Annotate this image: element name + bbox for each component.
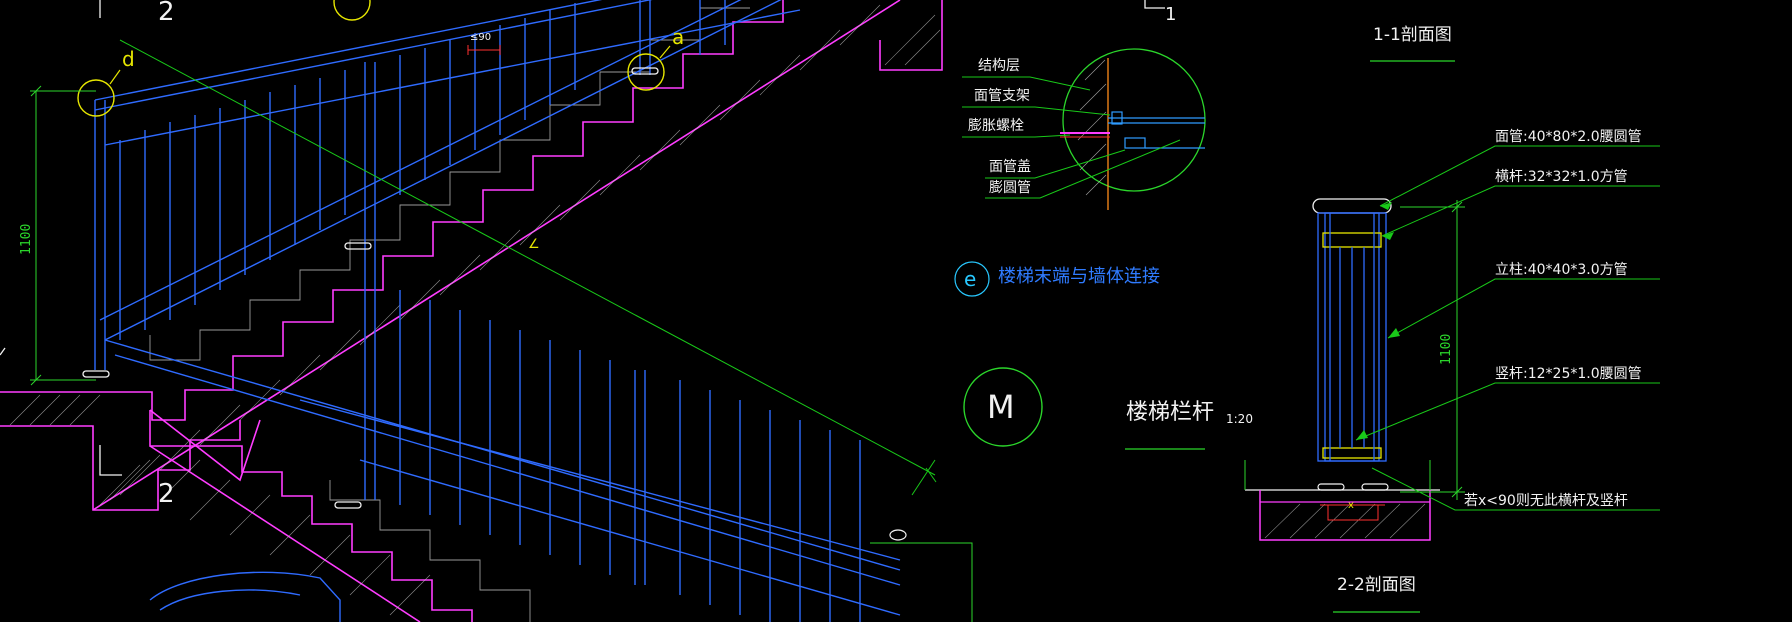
callout-baluster: 竖杆:12*25*1.0腰圆管 bbox=[1495, 366, 1642, 382]
section-cut-marks bbox=[0, 0, 1165, 476]
base-plates bbox=[82, 67, 659, 509]
dimension-le90 bbox=[467, 45, 501, 55]
callout-post: 立柱:40*40*3.0方管 bbox=[1495, 262, 1628, 278]
stair-railing-elevation: d a 1100 ≤90 ∠ bbox=[0, 0, 1176, 622]
drawing-title: 楼梯栏杆 bbox=[1126, 400, 1214, 425]
section-1-1-title: 1-1剖面图 bbox=[1370, 25, 1455, 62]
marker-a-leader bbox=[659, 45, 671, 59]
dimension-1100-right-label: 1100 bbox=[1439, 334, 1454, 365]
detail-e-label-cap: 面管盖 bbox=[989, 159, 1031, 175]
detail-e-label-structure: 结构层 bbox=[978, 58, 1020, 74]
rail-end-knob bbox=[889, 529, 907, 541]
detail-symbol-m bbox=[963, 367, 1043, 447]
upper-flight-hatch bbox=[9, 4, 941, 506]
lower-flight-concrete bbox=[149, 409, 473, 622]
marker-d-label: d bbox=[122, 47, 135, 71]
detail-e-symbol bbox=[954, 261, 990, 297]
callout-note-x: 若x<90则无此横杆及竖杆 bbox=[1464, 493, 1628, 509]
section-cut-2-label: 2 bbox=[158, 479, 175, 509]
rail-end-bracket bbox=[870, 542, 973, 622]
detail-e-label-tube: 膨圆管 bbox=[989, 179, 1031, 196]
upper-flight-concrete bbox=[0, 0, 943, 511]
section-2-2-title-text: 2-2剖面图 bbox=[1337, 575, 1416, 595]
section-2-2-railing: x 1100 面管:40*80*2.0腰圆管 横杆:32*32*1.0方管 bbox=[1244, 129, 1660, 613]
upper-railing bbox=[94, 0, 801, 370]
detail-e-title: 楼梯末端与墙体连接 bbox=[998, 266, 1160, 287]
detail-e-wall-connection: 结构层 面管支架 膨胀螺栓 面管盖 膨圆管 e 楼梯末端与墙体连接 bbox=[954, 48, 1206, 297]
lower-flight-hatch bbox=[109, 459, 431, 616]
lower-railing bbox=[104, 250, 901, 622]
dimension-le90-label: ≤90 bbox=[470, 32, 491, 43]
callout-top-rail: 面管:40*80*2.0腰圆管 bbox=[1495, 129, 1642, 145]
callout-cross-rail: 横杆:32*32*1.0方管 bbox=[1495, 169, 1628, 185]
drawing-title-block: M 楼梯栏杆 1:20 bbox=[963, 367, 1253, 450]
dimension-1100-left bbox=[30, 85, 96, 386]
detail-e-label-bracket: 面管支架 bbox=[974, 88, 1030, 104]
section-2-2-x-mark: x bbox=[1348, 500, 1354, 511]
marker-d-leader bbox=[109, 69, 121, 85]
detail-e-label-bolt: 膨胀螺栓 bbox=[968, 117, 1024, 134]
detail-marker-circles bbox=[77, 0, 665, 117]
dimension-1100-right bbox=[1400, 200, 1465, 500]
slope-dimension bbox=[119, 39, 937, 496]
dimension-1100-left-label: 1100 bbox=[19, 224, 34, 255]
section-cut-top-label: 2 bbox=[158, 0, 175, 27]
detail-e-symbol-letter: e bbox=[964, 267, 976, 291]
section-1-1-title-text: 1-1剖面图 bbox=[1373, 25, 1452, 45]
marker-a-label: a bbox=[672, 25, 684, 49]
section-cut-1-label: 1 bbox=[1165, 4, 1176, 25]
detail-symbol-m-letter: M bbox=[987, 388, 1015, 426]
section-2-2-leaders bbox=[1355, 145, 1660, 511]
drawing-scale: 1:20 bbox=[1226, 412, 1253, 426]
section-2-2-slab bbox=[1245, 489, 1440, 541]
slope-tick-mark: ∠ bbox=[528, 237, 540, 252]
